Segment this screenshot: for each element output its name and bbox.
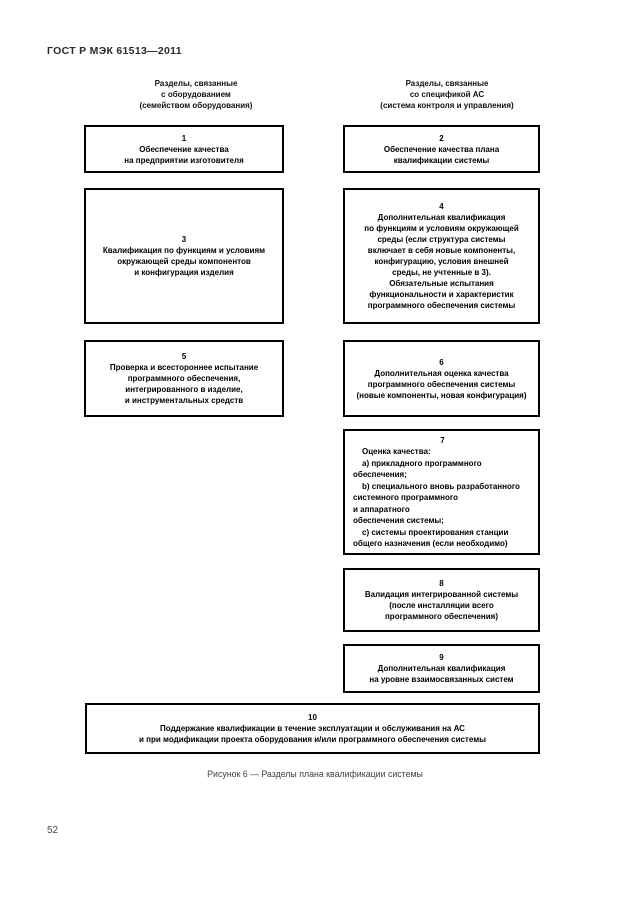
- box-text-line: Поддержание квалификации в течение экспл…: [160, 724, 465, 733]
- flow-box-2: 2 Обеспечение качества плана квалификаци…: [343, 125, 540, 173]
- box-text-line: Обязательные испытания: [389, 279, 494, 288]
- flow-box-4: 4 Дополнительная квалификация по функция…: [343, 188, 540, 324]
- box-text-line: программного обеспечения системы: [367, 379, 516, 389]
- flow-box-3: 3 Квалификация по функциям и условиям ок…: [84, 188, 284, 324]
- box-text-line: окружающей среды компонентов: [117, 257, 251, 266]
- box-number: 10: [308, 713, 317, 722]
- box-text-line: Дополнительная квалификация: [377, 664, 506, 673]
- page-number: 52: [47, 825, 59, 836]
- box-text-line: c) системы проектирования станции: [362, 527, 509, 537]
- column-header-line: (система контроля и управления): [380, 101, 514, 110]
- box-number: 2: [439, 133, 444, 143]
- box-text-line: и инструментальных средств: [124, 396, 244, 405]
- box-text-line: на уровне взаимосвязанных систем: [369, 675, 514, 684]
- flow-box-7: 7 Оценка качества: a) прикладного програ…: [343, 429, 540, 555]
- box-text-line: обеспечения системы;: [353, 516, 444, 525]
- flow-box-8: 8 Валидация интегрированной системы (пос…: [343, 568, 540, 632]
- document-header: ГОСТ Р МЭК 61513—2011: [47, 45, 182, 57]
- box-text-line: интегрированного в изделие,: [125, 385, 243, 394]
- box-text-line: функциональности и характеристик: [369, 290, 514, 299]
- flow-box-6: 6 Дополнительная оценка качества програм…: [343, 340, 540, 417]
- box-text-line: конфигурацию, условия внешней: [374, 257, 509, 266]
- box-text-line: Обеспечение качества плана: [383, 144, 500, 154]
- box-text-line: Оценка качества:: [362, 447, 431, 456]
- box-number: 8: [439, 579, 444, 588]
- flow-box-9: 9 Дополнительная квалификация на уровне …: [343, 644, 540, 693]
- column-header-system: Разделы, связанные со спецификой АС (сис…: [327, 78, 567, 111]
- box-text-line: a) прикладного программного: [362, 458, 482, 468]
- box-number: 5: [181, 352, 187, 361]
- box-text-line: системного программного: [353, 493, 458, 502]
- flow-box-5: 5 Проверка и всестороннее испытание прог…: [84, 340, 284, 417]
- flow-box-10: 10 Поддержание квалификации в течение эк…: [85, 703, 540, 754]
- box-text-line: Дополнительная квалификация: [377, 213, 506, 222]
- box-text-line: (после инсталляции всего: [389, 601, 494, 610]
- box-number: 3: [181, 235, 187, 244]
- box-number: 9: [439, 653, 444, 662]
- box-text-line: Проверка и всестороннее испытание: [109, 363, 259, 372]
- box-text-line: обеспечения;: [353, 470, 407, 479]
- box-text-line: и при модификации проекта оборудования и…: [139, 735, 486, 744]
- box-number: 7: [440, 435, 445, 445]
- box-text-line: и аппаратного: [353, 504, 410, 514]
- box-text-line: среды, не учтенные в 3).: [392, 268, 491, 277]
- flow-box-1: 1 Обеспечение качества на предприятии из…: [84, 125, 284, 173]
- box-text-line: Квалификация по функциям и условиям: [102, 246, 266, 255]
- box-number: 1: [181, 133, 187, 143]
- box-text-line: программного обеспечения): [384, 612, 499, 621]
- box-text-line: на предприятии изготовителя: [124, 155, 244, 165]
- column-header-line: с оборудованием: [161, 90, 231, 99]
- box-text-line: Обеспечение качества: [139, 144, 229, 154]
- figure-caption: Рисунок 6 — Разделы плана квалификации с…: [207, 769, 423, 779]
- box-text-line: Валидация интегрированной системы: [364, 590, 519, 599]
- column-header-line: Разделы, связанные: [405, 79, 489, 88]
- box-text-line: по функциям и условиям окружающей: [364, 224, 519, 233]
- box-number: 6: [439, 357, 444, 367]
- box-text-line: (новые компоненты, новая конфигурация): [356, 390, 527, 400]
- box-text-line: среды (если структура системы: [377, 235, 506, 244]
- column-header-line: со спецификой АС: [409, 90, 485, 99]
- box-text-line: включает в себя новые компоненты,: [367, 246, 516, 255]
- box-text-line: общего назначения (если необходимо): [353, 539, 508, 548]
- box-text-line: программного обеспечения,: [127, 374, 241, 383]
- column-header-line: Разделы, связанные: [154, 79, 238, 88]
- box-text-line: b) специального вновь разработанного: [362, 481, 520, 491]
- box-text-line: квалификации системы: [393, 155, 490, 165]
- column-header-equipment: Разделы, связанные с оборудованием (семе…: [76, 78, 316, 111]
- box-text-line: программного обеспечения системы: [367, 301, 516, 310]
- box-number: 4: [439, 202, 444, 211]
- column-header-line: (семейством оборудования): [139, 101, 253, 110]
- box-text-line: Дополнительная оценка качества: [374, 368, 509, 378]
- box-text-line: и конфигурация изделия: [134, 268, 234, 277]
